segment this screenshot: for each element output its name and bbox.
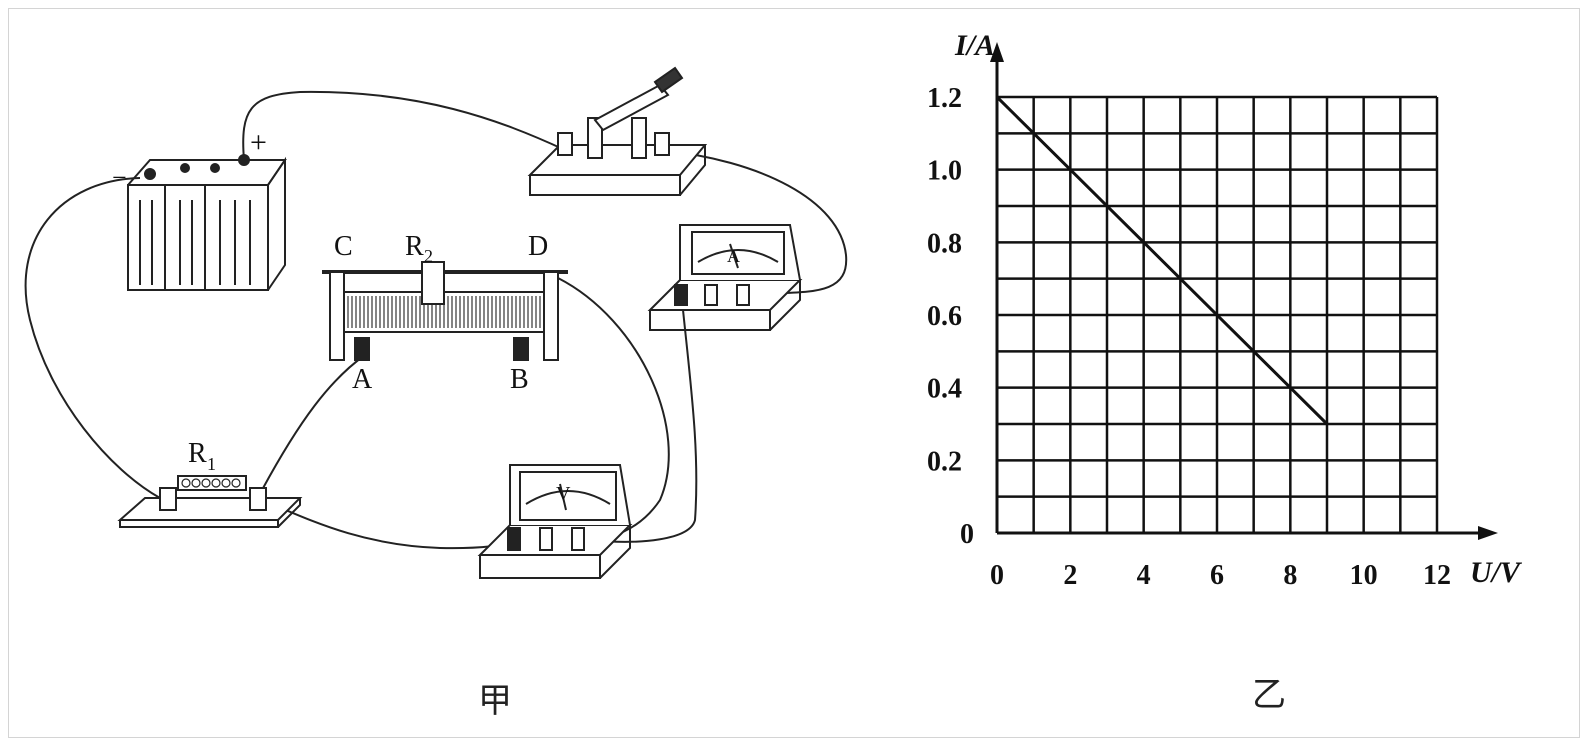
resistor-subscript: 1 <box>207 454 216 474</box>
wire-r1-to-a <box>261 354 366 491</box>
terminal-b-label: B <box>510 364 529 395</box>
x-tick-label: 0 <box>990 560 1004 591</box>
x-tick-label: 6 <box>1210 560 1224 591</box>
rheostat <box>322 261 568 361</box>
voltmeter <box>477 464 633 579</box>
ammeter-symbol: A <box>727 246 740 266</box>
y-axis-arrow <box>990 42 1004 62</box>
x-tick-labels: 0 2 4 6 8 10 12 <box>990 560 1451 591</box>
series-line <box>995 95 1329 426</box>
y-tick-label: 1.2 <box>927 83 962 114</box>
y-tick-label: 0.4 <box>927 374 962 405</box>
y-tick-label: 0 <box>960 519 974 550</box>
x-axis-arrow <box>1478 526 1498 540</box>
wire-ammeter-to-voltmeter <box>589 299 698 543</box>
iu-graph: 0 0.2 0.4 0.6 0.8 1.0 1.2 0 2 4 6 8 10 12 I/A U/V <box>927 29 1523 591</box>
terminal-c-label: C <box>334 231 353 262</box>
x-axis-label: U/V <box>1470 556 1523 589</box>
voltmeter-symbol: V <box>556 483 571 505</box>
ammeter <box>647 224 803 331</box>
x-tick-label: 12 <box>1423 560 1451 591</box>
wire-r1-to-voltmeter <box>261 499 521 550</box>
y-tick-label: 0.6 <box>927 301 962 332</box>
circuit-caption: 甲 <box>478 681 512 721</box>
x-tick-label: 8 <box>1283 560 1297 591</box>
rheostat-subscript: 2 <box>424 246 433 266</box>
wire-battery-minus-to-r1 <box>24 177 161 499</box>
resistor-label: R <box>188 438 207 469</box>
rheostat-label: R <box>405 231 424 262</box>
graph-series <box>995 95 1329 426</box>
switch <box>527 66 708 196</box>
y-tick-label: 0.2 <box>927 446 962 477</box>
graph-axes <box>990 42 1498 540</box>
y-axis-label: I/A <box>954 29 995 62</box>
x-tick-label: 10 <box>1350 560 1378 591</box>
battery <box>127 154 287 291</box>
y-tick-label: 0.8 <box>927 228 962 259</box>
circuit-diagram: − + A <box>24 66 848 579</box>
battery-minus-label: − <box>112 163 127 192</box>
wire-battery-plus-to-switch <box>242 90 566 161</box>
y-tick-label: 1.0 <box>927 156 962 187</box>
terminal-a-label: A <box>352 364 373 395</box>
resistor-r1 <box>117 475 303 528</box>
y-tick-labels: 0 0.2 0.4 0.6 0.8 1.0 1.2 <box>927 83 974 550</box>
terminal-d-label: D <box>528 231 548 262</box>
x-tick-label: 2 <box>1063 560 1077 591</box>
graph-caption: 乙 <box>1252 675 1286 715</box>
x-tick-label: 4 <box>1137 560 1151 591</box>
battery-plus-label: + <box>250 126 267 159</box>
figure-frame <box>8 8 1580 738</box>
